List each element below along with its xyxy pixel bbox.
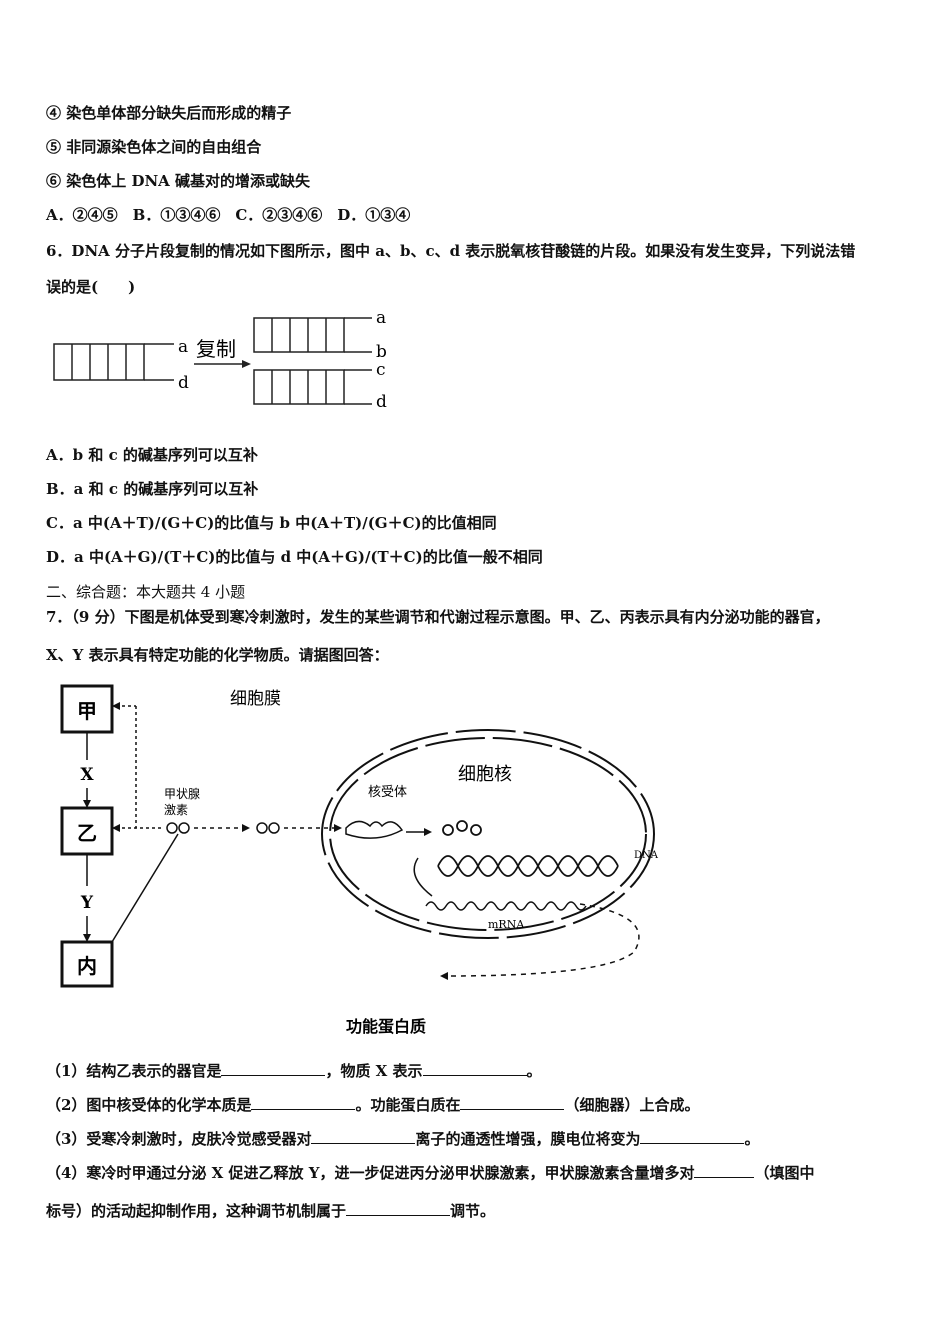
section2-title: 二、综合题：本大题共 4 小题	[46, 583, 246, 601]
feedback-dotted-lines	[116, 705, 162, 829]
q6-option-a: A．b 和 c 的碱基序列可以互补	[46, 446, 258, 464]
q7-sub3: （3）受寒冷刺激时，皮肤冷觉感受器对离子的通透性增强，膜电位将变为。	[46, 1129, 760, 1148]
q7-stem-line1: 7．（9 分）下图是机体受到寒冷刺激时，发生的某些调节和代谢过程示意图。甲、乙、…	[46, 608, 830, 626]
thyroid-hormone-label-2: 激素	[164, 803, 188, 817]
regulation-figure: 甲 乙 内 X Y 甲状腺 激素 细胞膜 细胞	[60, 684, 659, 1036]
thyroid-hormone-molecule	[166, 822, 190, 834]
organ-yi-label: 乙	[77, 821, 97, 845]
right-label-d: d	[376, 392, 387, 412]
answer-blank-7[interactable]	[694, 1163, 755, 1178]
label-y: Y	[80, 893, 94, 913]
q5-options: A．②④⑤ B．①③④⑥ C．②③④⑥ D．①③④	[46, 206, 411, 224]
q7-sub4-line1: （4）寒冷时甲通过分泌 X 促进乙释放 Y，进一步促进丙分泌甲状腺激素，甲状腺激…	[46, 1163, 815, 1182]
q7-sub2: （2）图中核受体的化学本质是。功能蛋白质在（细胞器）上合成。	[46, 1095, 700, 1114]
daughter-dna-2	[253, 369, 372, 405]
protein-synthesis-arrow	[445, 903, 640, 977]
secretion-line	[111, 833, 179, 943]
answer-blank-6[interactable]	[640, 1129, 745, 1144]
daughter-dna-1	[253, 317, 372, 353]
functional-protein-label: 功能蛋白质	[346, 1017, 426, 1036]
dna-helix	[437, 820, 619, 877]
q6-stem-line1: 6．DNA 分子片段复制的情况如下图所示，图中 a、b、c、d 表示脱氧核苷酸链…	[46, 242, 856, 260]
organ-bing-box: 内	[60, 940, 114, 988]
answer-blank-5[interactable]	[311, 1129, 416, 1144]
replication-arrow	[194, 360, 251, 368]
q7-sub1: （1）结构乙表示的器官是，物质 X 表示。	[46, 1061, 542, 1080]
left-label-d: d	[178, 373, 189, 393]
q7-stem-line2: X、Y 表示具有特定功能的化学物质。请据图回答：	[46, 646, 389, 664]
cell-membrane-label: 细胞膜	[230, 689, 281, 709]
nuclear-receptor-shape	[345, 820, 404, 839]
q5-item-5: ⑤ 非同源染色体之间的自由组合	[46, 138, 262, 156]
answer-blank-3[interactable]	[251, 1095, 356, 1110]
dna-replication-figure: a d 复制 a b c d	[53, 308, 387, 412]
left-label-a: a	[178, 337, 188, 357]
organ-bing-label: 内	[77, 954, 97, 978]
dna-label: DNA	[634, 850, 659, 861]
organ-jia-label: 甲	[77, 699, 97, 723]
mrna-strand	[413, 857, 587, 911]
answer-blank-1[interactable]	[221, 1061, 326, 1076]
right-label-c: c	[376, 360, 386, 380]
q7-sub4-line2: 标号）的活动起抑制作用，这种调节机制属于调节。	[46, 1201, 496, 1220]
q6-stem-line2: 误的是( )	[46, 278, 136, 296]
replication-arrow-label: 复制	[196, 337, 236, 361]
q5-item-4: ④ 染色单体部分缺失后而形成的精子	[46, 104, 292, 122]
answer-blank-4[interactable]	[460, 1095, 565, 1110]
nucleus-label: 细胞核	[458, 764, 512, 785]
thyroid-hormone-molecule-2	[256, 822, 280, 834]
organ-yi-box: 乙	[60, 806, 114, 856]
answer-blank-8[interactable]	[346, 1201, 451, 1216]
mrna-label: mRNA	[488, 918, 525, 931]
parent-dna-segment	[53, 343, 174, 381]
label-x: X	[80, 765, 94, 785]
thyroid-hormone-label-1: 甲状腺	[164, 787, 200, 801]
answer-blank-2[interactable]	[422, 1061, 527, 1076]
organ-jia-box: 甲	[60, 684, 114, 734]
nuclear-receptor-label: 核受体	[368, 785, 407, 800]
q6-option-b: B．a 和 c 的碱基序列可以互补	[46, 480, 259, 498]
right-label-a: a	[376, 308, 386, 328]
q6-option-d: D．a 中(A＋G)/(T＋C)的比值与 d 中(A＋G)/(T＋C)的比值一般…	[46, 548, 543, 566]
nucleus-envelope	[321, 729, 655, 939]
right-label-b: b	[376, 342, 387, 362]
q5-item-6: ⑥ 染色体上 DNA 碱基对的增添或缺失	[46, 172, 311, 190]
q6-option-c: C．a 中(A＋T)/(G＋C)的比值与 b 中(A＋T)/(G＋C)的比值相同	[46, 514, 497, 532]
